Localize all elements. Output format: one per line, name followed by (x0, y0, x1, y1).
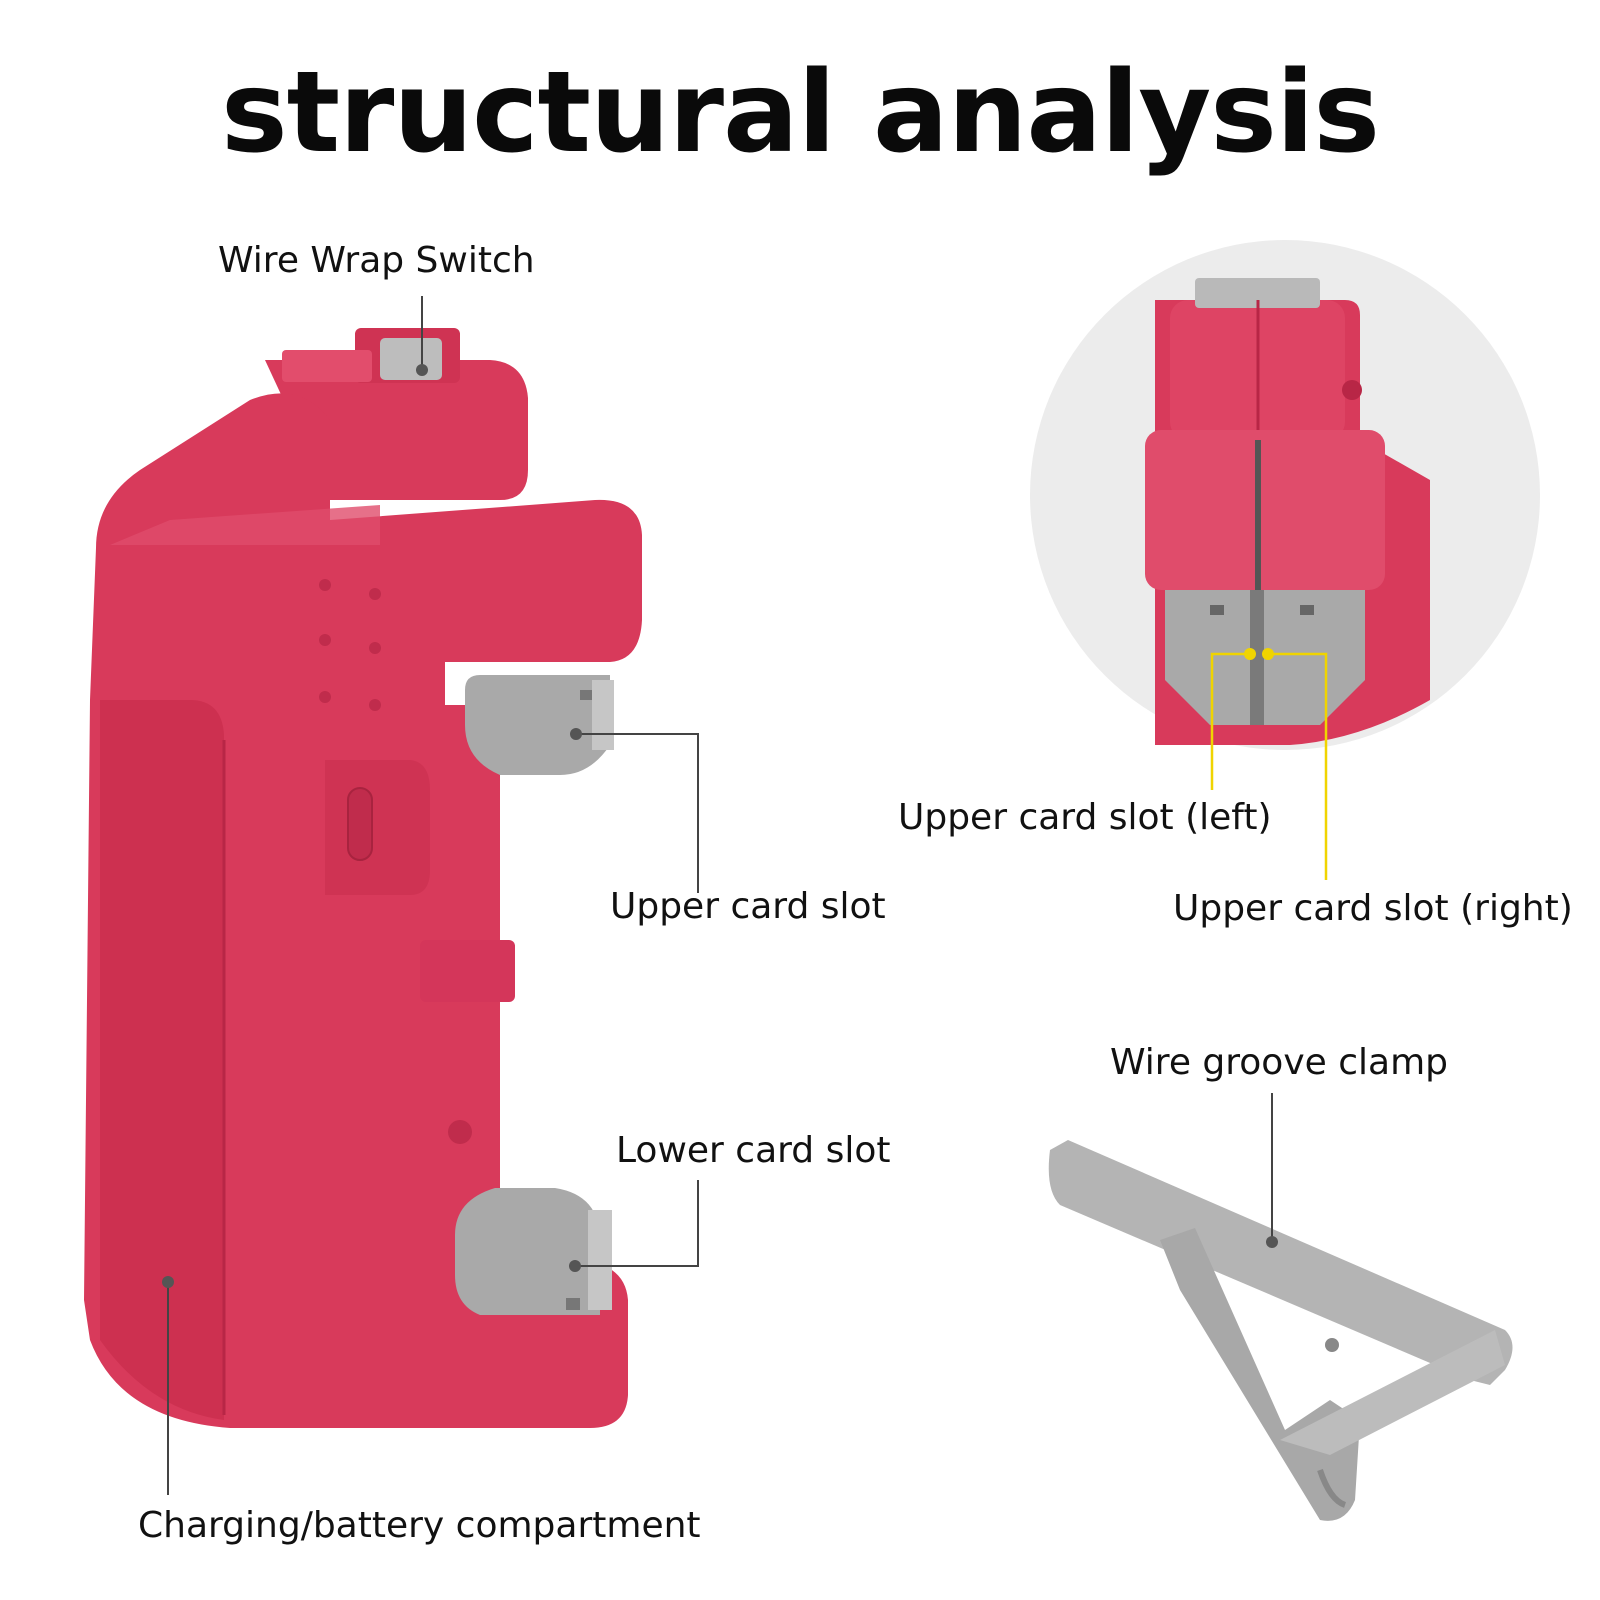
leader-upper-card-slot (576, 733, 699, 893)
device-side-view (84, 328, 642, 1428)
top-view-inset (1030, 240, 1540, 750)
device-top-housing (265, 360, 528, 500)
label-wire-groove-clamp: Wire groove clamp (1110, 1042, 1448, 1083)
label-wire-wrap-switch: Wire Wrap Switch (218, 240, 535, 281)
wire-groove-clamp (1048, 1140, 1513, 1521)
switch-slider (380, 338, 442, 380)
label-upper-card-slot: Upper card slot (610, 886, 886, 927)
side-button (347, 787, 373, 861)
leader-upper-right (1268, 652, 1328, 880)
label-upper-card-slot-right: Upper card slot (right) (1173, 888, 1573, 929)
label-lower-card-slot: Lower card slot (616, 1130, 891, 1171)
upper-slot-piece (465, 675, 610, 775)
label-upper-card-slot-left: Upper card slot (left) (898, 797, 1272, 838)
leader-lower-card-slot (575, 1180, 699, 1267)
label-charging-compartment: Charging/battery compartment (138, 1505, 701, 1546)
page-title: structural analysis (220, 48, 1380, 178)
leader-upper-left (1210, 652, 1250, 790)
lower-slot-piece (455, 1188, 600, 1315)
leader-lines (162, 296, 1328, 1495)
battery-panel (100, 700, 224, 1420)
vent-dots (319, 579, 381, 711)
